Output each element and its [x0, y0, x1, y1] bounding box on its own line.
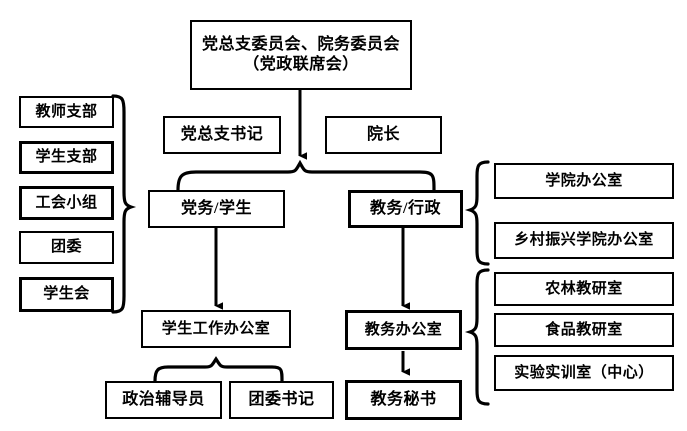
node-academic-affairs-office[interactable]: 教务办公室	[345, 310, 462, 350]
node-right-office-item-0[interactable]: 学院办公室	[494, 163, 674, 199]
node-top-committee[interactable]: 党总支委员会、院务委员会 （党政联席会）	[190, 20, 412, 90]
node-student-work-office[interactable]: 学生工作办公室	[141, 310, 291, 348]
node-academic-secretary[interactable]: 教务秘书	[345, 380, 462, 420]
node-political-counselor[interactable]: 政治辅导员	[105, 381, 222, 419]
node-left-group-item-1[interactable]: 学生支部	[19, 141, 114, 174]
node-left-group-item-0[interactable]: 教师支部	[19, 96, 114, 128]
node-right-office-item-1[interactable]: 乡村振兴学院办公室	[494, 222, 674, 259]
brace-right-teaching-group	[470, 270, 488, 404]
node-top-committee-line2: （党政联席会）	[243, 56, 359, 73]
node-dean[interactable]: 院长	[325, 116, 442, 154]
brace-left-group	[113, 96, 131, 312]
node-left-group-item-3[interactable]: 团委	[19, 231, 114, 264]
node-left-group-item-4[interactable]: 学生会	[19, 277, 114, 312]
node-branch-party-affairs[interactable]: 党务/学生	[148, 190, 285, 228]
node-party-secretary[interactable]: 党总支书记	[163, 116, 281, 154]
node-right-teaching-item-1[interactable]: 食品教研室	[494, 313, 674, 347]
brace-right-offices-group	[470, 162, 488, 264]
node-right-teaching-item-0[interactable]: 农林教研室	[494, 272, 674, 306]
brace-split-student-office	[155, 359, 282, 381]
node-top-committee-line1: 党总支委员会、院务委员会	[201, 36, 400, 53]
brace-split-top	[178, 163, 434, 190]
node-right-teaching-item-2[interactable]: 实验实训室（中心）	[494, 355, 674, 391]
node-branch-academic-admin[interactable]: 教务/行政	[348, 190, 463, 228]
node-league-secretary[interactable]: 团委书记	[229, 381, 334, 419]
node-left-group-item-2[interactable]: 工会小组	[19, 186, 114, 220]
